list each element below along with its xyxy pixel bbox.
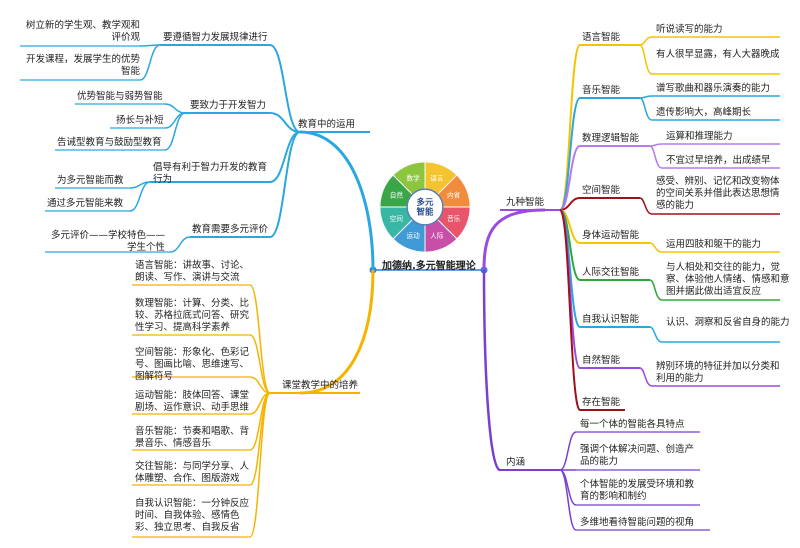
nine-math-detail-2[interactable]: 不宜过早培养，出成绩早 [666,155,771,166]
nine-lang-detail-1[interactable]: 听说读写的能力 [656,24,723,35]
nine-nature-detail-1[interactable]: 辨别环境的特征并加以分类和利用的能力 [656,361,780,384]
nine-math[interactable]: 数理逻辑智能 [582,133,640,144]
connotation-item-3[interactable]: 个体智能的发展受环境和教育的影响和制约 [580,479,695,502]
nine-body[interactable]: 身体运动智能 [582,230,640,241]
class-item-space[interactable]: 空间智能：形象化、色彩记号、图画比喻、思维速写、图解符号 [135,347,250,382]
edu-sub-2[interactable]: 要致力于开发智力 [190,100,267,111]
wheel-segment-label: 自然 [390,190,404,199]
edu-sub-2-item-1[interactable]: 优势智能与弱势智能 [77,91,163,102]
edu-sub-2-item-3[interactable]: 告诫型教育与鼓励型教育 [57,137,162,148]
wheel-segment-label: 语言 [430,174,444,183]
edu-sub-1[interactable]: 要遵循智力发展规律进行 [163,32,268,43]
branch-connotation[interactable]: 内涵 [506,457,526,468]
class-item-math[interactable]: 数理智能：计算、分类、比较、苏格拉底式问答、研究性学习、提高科学素养 [135,298,250,333]
branch-nine[interactable]: 九种智能 [506,197,545,208]
nine-math-detail-1[interactable]: 运算和推理能力 [666,131,733,142]
wheel-hub [406,188,444,226]
wheel-segment-label: 人际 [430,231,444,240]
nine-space-detail-1[interactable]: 感受、辨别、记忆和改变物体的空间关系并借此表达思想情感的能力 [656,176,780,211]
wheel-hub-label: 多元 [417,197,434,207]
connotation-item-2[interactable]: 强调个体解决问题、创造产品的能力 [580,444,695,467]
nine-self-detail-1[interactable]: 认识、洞察和反省自身的能力 [666,317,790,328]
nine-social-detail-1[interactable]: 与人相处和交往的能力，觉察、体验他人情绪、情感和意图并据此做出适宜反应 [666,262,790,297]
wheel-segment-label: 数学 [407,174,421,183]
branch-edu[interactable]: 教育中的运用 [298,119,356,130]
edu-sub-4-item-1[interactable]: 多元评价——学校特色——学生个性 [50,230,165,253]
class-item-social[interactable]: 交往智能：与同学分享、人体雕塑、合作、图版游戏 [135,461,250,484]
connotation-item-1[interactable]: 每一个体的智能各具特点 [580,419,685,430]
edu-sub-3[interactable]: 倡导有利于智力开发的教育行为 [153,162,268,185]
class-item-body[interactable]: 运动智能：肢体回答、课堂剧场、运作意识、动手思维 [135,390,250,413]
wheel-segment-label: 内省 [447,190,461,199]
nine-lang-detail-2[interactable]: 有人很早显露，有人大器晚成 [656,49,780,60]
class-item-self[interactable]: 自我认识智能：一分钟反应时间、自我体验、感情色彩、独立思考、自我反省 [135,498,250,533]
class-item-music[interactable]: 音乐智能：节奏和唱歌、背景音乐、情感音乐 [135,426,250,449]
edu-sub-3-item-1[interactable]: 为多元智能而教 [57,175,124,186]
nine-lang[interactable]: 语言智能 [582,32,621,43]
class-item-lang[interactable]: 语言智能：讲故事、讨论、朗读、写作、演讲与交流 [135,260,250,283]
nine-music-detail-2[interactable]: 遗传影响大，高峰期长 [656,107,752,118]
wheel-segment-label: 空间 [390,214,403,223]
edu-sub-4[interactable]: 教育需要多元评价 [192,224,269,235]
nine-space[interactable]: 空间智能 [582,185,621,196]
wheel-segment-label: 音乐 [447,214,461,223]
nine-social[interactable]: 人际交往智能 [582,267,640,278]
wheel-segment-label: 运动 [407,232,421,240]
central-topic[interactable]: 加德纳.多元智能理论 [382,261,476,272]
edu-sub-1-item-1[interactable]: 树立新的学生观、教学观和评价观 [25,20,140,43]
nine-self[interactable]: 自我认识智能 [582,314,640,325]
wheel-hub-label: 智能 [416,207,434,217]
branch-class[interactable]: 课堂教学中的培养 [282,380,359,391]
nine-exist[interactable]: 存在智能 [582,397,621,408]
nine-nature[interactable]: 自然智能 [582,355,621,366]
connotation-item-4[interactable]: 多维地看待智能问题的视角 [580,517,695,528]
edu-sub-1-item-2[interactable]: 开发课程，发展学生的优势智能 [25,54,140,77]
nine-body-detail-1[interactable]: 运用四肢和躯干的能力 [666,239,762,250]
edu-sub-2-item-2[interactable]: 扬长与补短 [116,115,164,126]
nine-music-detail-1[interactable]: 谱写歌曲和器乐演奏的能力 [656,83,771,94]
edu-sub-3-item-2[interactable]: 通过多元智能来教 [47,198,124,209]
nine-music[interactable]: 音乐智能 [582,85,621,96]
